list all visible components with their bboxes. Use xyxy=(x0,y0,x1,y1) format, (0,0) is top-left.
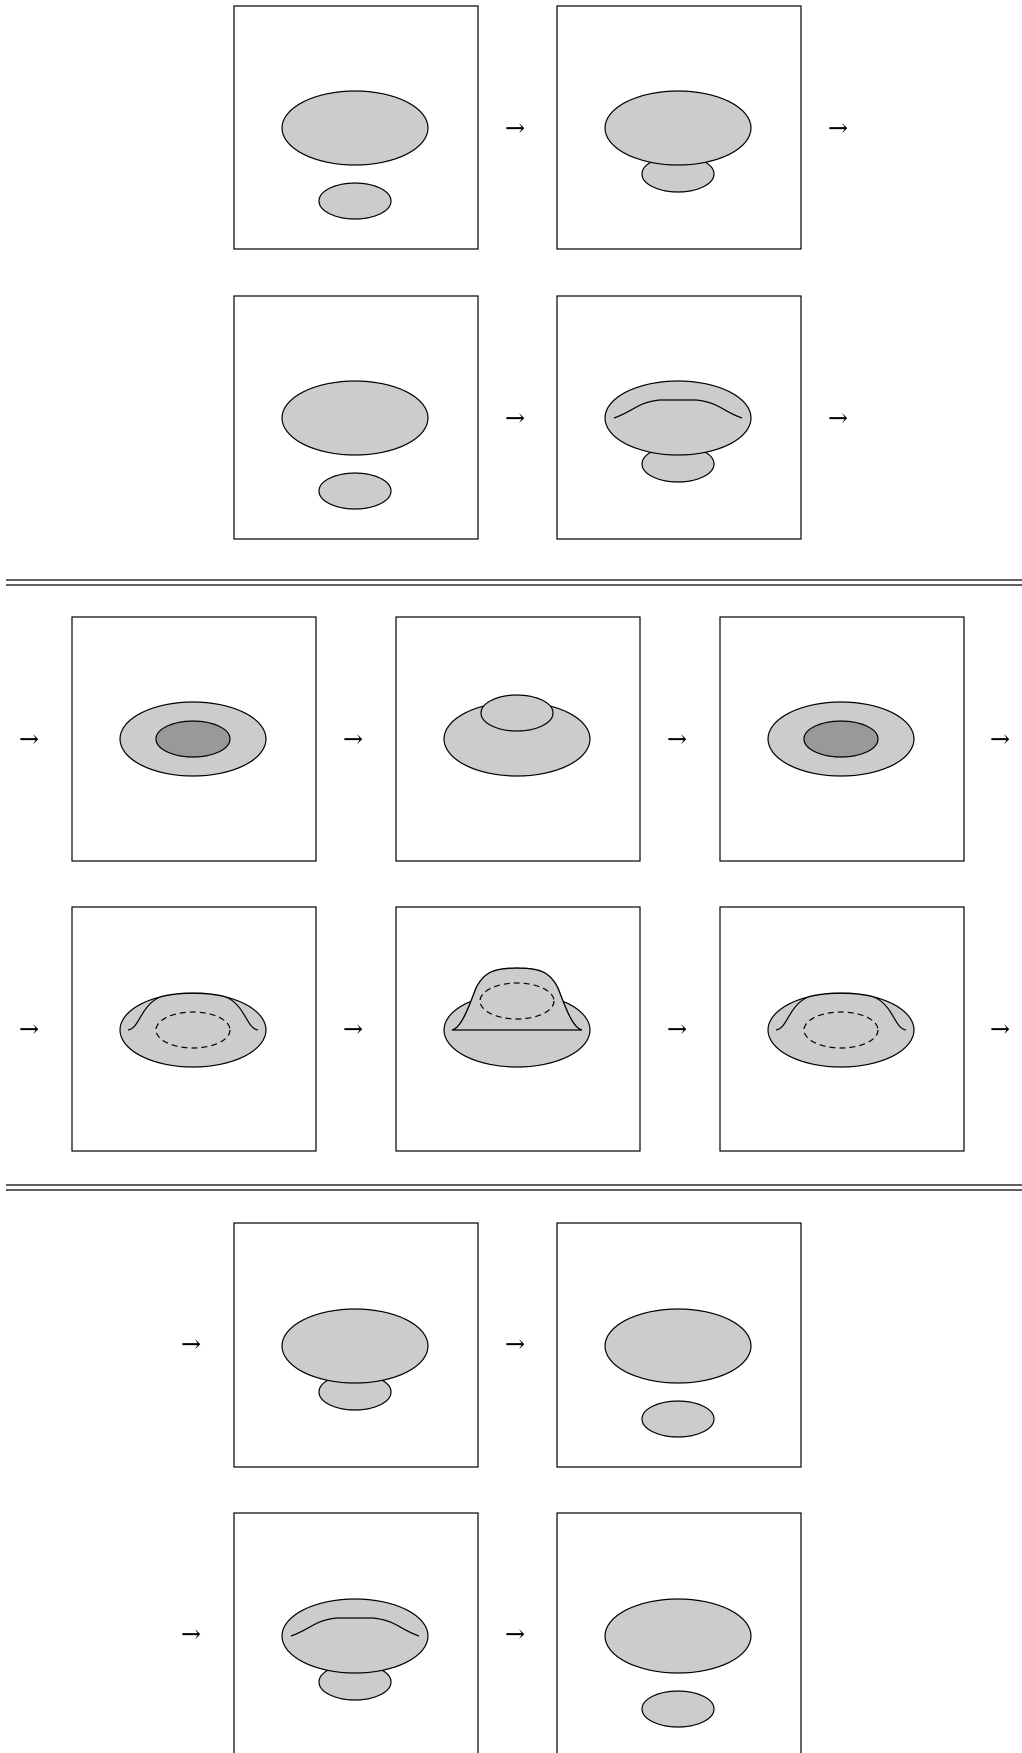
frame-mid-r1-c1 xyxy=(71,616,317,862)
large-disk xyxy=(281,380,429,456)
large-disk xyxy=(604,380,752,456)
large-disk xyxy=(604,1308,752,1384)
small-disk xyxy=(318,472,392,510)
arrow: → xyxy=(181,1330,201,1358)
middle-row-2: → → → → xyxy=(19,906,1010,1152)
top-row-2: → → xyxy=(233,295,848,540)
frame-bot-r2-c2 xyxy=(556,1512,802,1753)
frame-bot-r1-c1 xyxy=(233,1222,479,1468)
bottom-row-1: → → xyxy=(181,1222,802,1468)
arrow: → xyxy=(990,725,1010,753)
large-disk xyxy=(604,1598,752,1674)
inner-dark-disk xyxy=(803,720,879,758)
arrow: → xyxy=(19,1015,39,1043)
fold-curve xyxy=(613,399,743,419)
arrow: → xyxy=(343,725,363,753)
frame-bot-r2-c1 xyxy=(233,1512,479,1753)
frame-top-r1-c2 xyxy=(556,5,802,250)
arrow: → xyxy=(828,404,848,432)
arrow: → xyxy=(505,114,525,142)
frame-top-r2-c1 xyxy=(233,295,479,540)
small-disk xyxy=(641,1690,715,1728)
fold-curve xyxy=(127,992,259,1031)
section-separator xyxy=(6,579,1022,586)
frame-top-r1-c1 xyxy=(233,5,479,250)
dome-base-line xyxy=(451,967,583,1031)
arrow: → xyxy=(505,404,525,432)
frame-mid-r1-c2 xyxy=(395,616,641,862)
small-disk xyxy=(318,182,392,220)
large-disk xyxy=(604,90,752,166)
arrow: → xyxy=(19,725,39,753)
frame-top-r2-c2 xyxy=(556,295,802,540)
small-disk xyxy=(641,1400,715,1438)
dashed-inner-circle xyxy=(803,1011,879,1049)
arrow: → xyxy=(828,114,848,142)
arrow: → xyxy=(990,1015,1010,1043)
frame-mid-r2-c3 xyxy=(719,906,965,1152)
large-disk xyxy=(767,992,915,1068)
frame-mid-r2-c2 xyxy=(395,906,641,1152)
fold-curve xyxy=(775,992,907,1031)
top-row-1: → → xyxy=(233,5,848,250)
dashed-inner-circle xyxy=(155,1011,231,1049)
arrow: → xyxy=(505,1330,525,1358)
large-disk xyxy=(281,1308,429,1384)
dashed-inner-circle xyxy=(479,982,555,1020)
frame-bot-r1-c2 xyxy=(556,1222,802,1468)
arrow: → xyxy=(181,1620,201,1648)
large-disk xyxy=(281,1598,429,1674)
small-disk xyxy=(480,694,554,732)
arrow: → xyxy=(343,1015,363,1043)
large-disk xyxy=(119,992,267,1068)
frame-mid-r1-c3 xyxy=(719,616,965,862)
arrow: → xyxy=(667,725,687,753)
bottom-row-2: → → xyxy=(181,1512,802,1753)
fold-curve xyxy=(290,1617,420,1637)
section-separator xyxy=(6,1184,1022,1191)
large-disk xyxy=(281,90,429,166)
arrow: → xyxy=(505,1620,525,1648)
arrow: → xyxy=(667,1015,687,1043)
inner-dark-disk xyxy=(155,720,231,758)
middle-row-1: → → → → xyxy=(19,616,1010,862)
frame-mid-r2-c1 xyxy=(71,906,317,1152)
